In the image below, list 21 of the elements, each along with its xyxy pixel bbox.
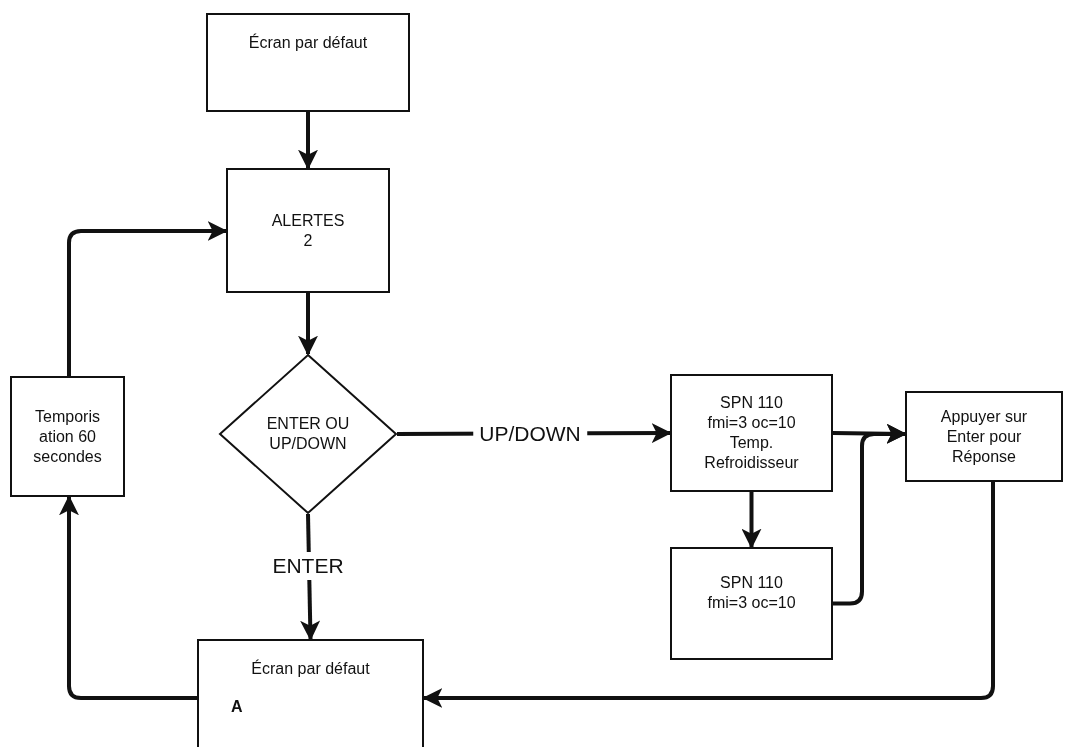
box-label: Écran par défaut (248, 33, 368, 53)
box-label: SPN 110 fmi=3 oc=10 (706, 573, 797, 613)
arrow (298, 293, 318, 356)
box-label: ENTER OU UP/DOWN (265, 414, 351, 454)
box-label: Écran par défaut (251, 659, 370, 679)
arrow (59, 495, 197, 700)
box-label: SPN 110 fmi=3 oc=10 Temp. Refroidisseur (703, 393, 800, 473)
process-box (226, 168, 390, 293)
box-label: Temporis ation 60 secondes (32, 406, 103, 467)
process-box (670, 547, 833, 660)
process-box (197, 639, 424, 747)
arrow (67, 221, 228, 376)
box-label: Appuyer sur Enter pour Réponse (939, 406, 1029, 467)
arrow (298, 112, 318, 170)
box-note: A (231, 697, 243, 717)
box-label: ALERTES 2 (270, 210, 346, 251)
process-box (206, 13, 410, 112)
arrow (741, 492, 762, 549)
process-box (905, 391, 1063, 482)
process-box (10, 376, 125, 497)
process-box (670, 374, 833, 492)
